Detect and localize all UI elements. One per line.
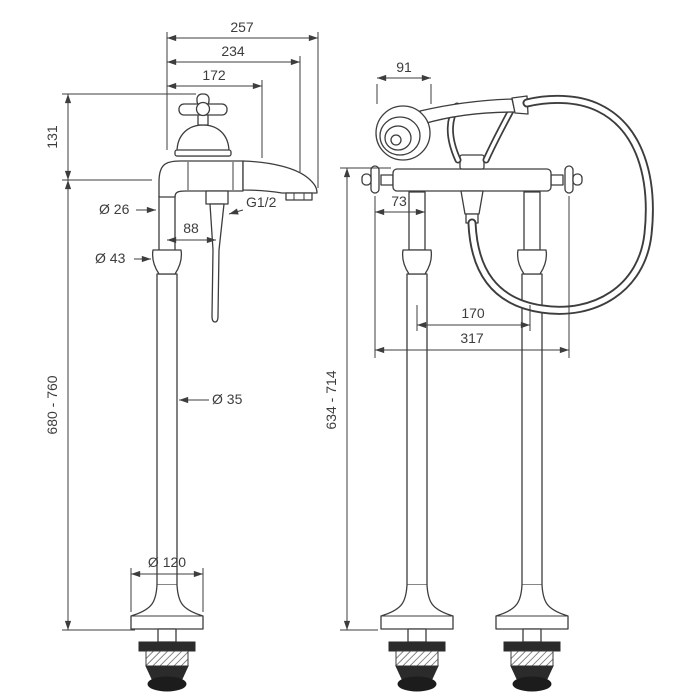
cross-handle-hub xyxy=(195,101,211,117)
riser-pipe xyxy=(156,273,178,586)
dia-43-label: Ø 43 xyxy=(95,250,126,266)
pipe-collar xyxy=(151,249,183,275)
valve-body xyxy=(158,160,244,198)
base-flange-and-mounting-left xyxy=(380,584,454,692)
dim-120-label: Ø 120 xyxy=(148,554,186,570)
diverter-top xyxy=(459,154,485,170)
dim-680-760-label: 680 - 760 xyxy=(44,375,60,434)
riser-pipe-left-upper xyxy=(408,191,426,251)
cross-handle-right-knob xyxy=(572,173,583,186)
hose-connector xyxy=(205,190,229,205)
base-flange-and-mounting xyxy=(130,584,204,692)
riser-pipe-right-upper xyxy=(523,191,541,251)
dim-234-label: 234 xyxy=(221,43,245,59)
thread-g12-label: G1/2 xyxy=(246,194,277,210)
dim-131-label: 131 xyxy=(44,125,60,149)
handle-stem-right xyxy=(550,174,564,186)
pipe-collar-left xyxy=(401,249,433,275)
dimension-annotations: 257 234 172 131 680 - 760 Ø 26 Ø 43 Ø 35… xyxy=(44,19,570,631)
cross-handle-right xyxy=(564,165,574,194)
dim-257-label: 257 xyxy=(230,19,254,35)
hose-connector-tube xyxy=(209,203,225,323)
dim-317-label: 317 xyxy=(460,330,484,346)
dim-172-label: 172 xyxy=(202,67,226,83)
hand-shower-handle xyxy=(419,98,516,125)
dim-91-label: 91 xyxy=(396,59,412,75)
escutcheon-base xyxy=(174,149,232,157)
dia-35-label: Ø 35 xyxy=(212,391,243,407)
spout xyxy=(242,160,318,194)
left-view xyxy=(130,93,318,692)
dim-170-label: 170 xyxy=(461,305,485,321)
riser-pipe-upper xyxy=(158,195,176,253)
right-view xyxy=(361,94,654,692)
cross-handle-left xyxy=(370,165,380,194)
dim-73-label: 73 xyxy=(391,193,407,209)
diverter-body xyxy=(460,190,484,215)
handle-stem-left xyxy=(380,174,394,186)
hand-shower-head xyxy=(375,105,431,161)
pipe-collar-right xyxy=(516,249,548,275)
base-flange-and-mounting-right xyxy=(495,584,569,692)
mixer-body-bar xyxy=(392,168,552,192)
aerator xyxy=(285,192,313,201)
cross-handle-left-knob xyxy=(361,173,372,186)
dim-88-label: 88 xyxy=(183,220,199,236)
dia-26-label: Ø 26 xyxy=(99,201,130,217)
thread-g12-leader xyxy=(228,208,244,215)
dim-634-714-label: 634 - 714 xyxy=(323,370,339,429)
riser-pipe-right xyxy=(521,273,543,586)
